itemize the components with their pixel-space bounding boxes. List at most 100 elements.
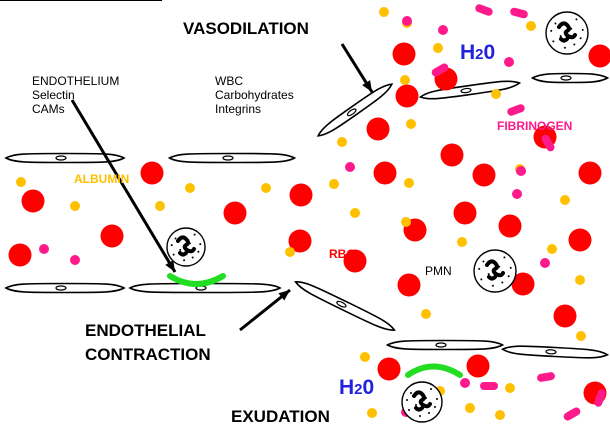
albumin-dot-icon (285, 247, 295, 257)
endothelial-contraction-line2: CONTRACTION (85, 343, 211, 367)
fibrinogen-rod-icon (562, 406, 582, 422)
pmn-granule (510, 267, 512, 269)
pmn-granule (488, 273, 490, 275)
fibrinogen-dot-icon (540, 258, 550, 268)
pmn-granule (197, 251, 199, 253)
albumin-dot-icon (16, 177, 26, 187)
selectin-binding-icon (170, 276, 223, 284)
pmn-granule (480, 278, 482, 280)
pmn-label: PMN (425, 265, 452, 277)
h2o-label-top: H20 (460, 42, 495, 63)
red-blood-cell-icon (398, 274, 421, 297)
vasodilation-label: VASODILATION (183, 20, 309, 37)
pmn-granule (192, 256, 194, 258)
endothelial-cell-nucleus (223, 156, 233, 160)
pmn-granule (428, 412, 430, 414)
albumin-dot-icon (379, 7, 389, 17)
fibrinogen-rod-icon (506, 103, 526, 117)
arrow-shaft (72, 100, 175, 272)
red-blood-cell-icon (224, 202, 247, 225)
pmn-granule (183, 259, 185, 261)
pmn-granule (560, 35, 562, 37)
albumin-dot-icon (491, 89, 501, 99)
red-blood-cell-icon (141, 162, 164, 185)
fibrinogen-rod-icon (536, 371, 555, 382)
pmn-granule (175, 237, 177, 239)
albumin-dot-icon (547, 244, 557, 254)
exudation-label: EXUDATION (231, 408, 330, 425)
wbc-label-block: WBC Carbohydrates Integrins (215, 74, 294, 116)
red-blood-cell-icon (441, 144, 464, 167)
albumin-dot-icon (337, 137, 347, 147)
red-blood-cell-icon (367, 118, 390, 141)
fibrinogen-dot-icon (39, 244, 49, 254)
endothelial-cell-icon (294, 278, 397, 334)
pmn-granule (199, 243, 201, 245)
endothelium-title: ENDOTHELIUM (32, 74, 119, 88)
albumin-dot-icon (406, 119, 416, 129)
albumin-dot-icon (505, 383, 515, 393)
pmn-granule (550, 30, 552, 32)
pmn-granule (194, 234, 196, 236)
pmn-granule (492, 285, 494, 287)
endothelium-layer (6, 74, 608, 360)
albumin-dot-icon (433, 43, 443, 53)
endothelium-item-cams: CAMs (32, 102, 119, 116)
red-blood-cell-icon (473, 164, 496, 187)
pmn-granule (171, 244, 173, 246)
h2o-bottom-tail: 0 (363, 376, 375, 399)
endothelial-contraction-line1: ENDOTHELIAL (85, 319, 211, 343)
vasodilation-arrow-icon (342, 44, 372, 92)
red-blood-cell-icon (396, 85, 419, 108)
endothelial-cell-nucleus (561, 76, 571, 80)
red-blood-cell-icon (467, 355, 490, 378)
endothelial-cell-nucleus (436, 343, 446, 347)
pmn-granule (478, 268, 480, 270)
red-blood-cell-icon (554, 305, 577, 328)
fibrinogen-dot-icon (345, 162, 355, 172)
fibrinogen-dot-icon (516, 166, 526, 176)
pmn-neutrophil-icon (402, 382, 442, 422)
endothelial-cell-icon (533, 74, 608, 83)
fibrinogen-dot-icon (512, 189, 522, 199)
pmn-neutrophil-icon (474, 250, 516, 292)
h2o-top-h: H (460, 41, 475, 64)
pmn-granule (430, 388, 432, 390)
wbc-item-carbohydrates: Carbohydrates (215, 88, 294, 102)
pmn-granule (582, 29, 584, 31)
endothelium-label-block: ENDOTHELIUM Selectin CAMs (32, 74, 119, 116)
pmn-neutrophil-icon (167, 228, 205, 266)
endothelium-item-selectin: Selectin (32, 88, 119, 102)
endothelial-cell-nucleus (56, 156, 66, 160)
albumin-dot-icon (401, 217, 411, 227)
red-blood-cell-icon (454, 202, 477, 225)
pmn-granule (436, 398, 438, 400)
fibrinogen-dot-icon (438, 25, 448, 35)
red-blood-cell-icon (499, 215, 522, 238)
albumin-dot-icon (70, 201, 80, 211)
fibrinogen-dot-icon (504, 57, 514, 67)
fibrinogen-dot-icon (402, 16, 412, 26)
albumin-dot-icon (367, 408, 377, 418)
pmn-granule (575, 18, 577, 20)
albumin-dot-icon (261, 183, 271, 193)
fibrinogen-rod-icon (509, 7, 528, 19)
pmn-granule (419, 415, 421, 417)
albumin-dot-icon (400, 75, 410, 85)
endothelial-cell-icon (6, 284, 124, 293)
wbc-item-integrins: Integrins (215, 102, 294, 116)
red-blood-cell-icon (378, 358, 401, 381)
endothelial-contraction-label: ENDOTHELIAL CONTRACTION (85, 319, 211, 367)
albumin-label: ALBUMIN (74, 173, 129, 185)
pmn-granule (410, 392, 412, 394)
pmn-granule (503, 256, 505, 258)
h2o-bottom-sub: 2 (354, 381, 362, 398)
albumin-dot-icon (576, 331, 586, 341)
red-blood-cell-icon (589, 45, 610, 68)
albumin-dot-icon (526, 21, 536, 31)
pmn-granule (179, 249, 181, 251)
endothelial-cell-icon (170, 154, 295, 163)
pmn-granule (564, 47, 566, 49)
endothelial-cell-icon (502, 345, 607, 359)
